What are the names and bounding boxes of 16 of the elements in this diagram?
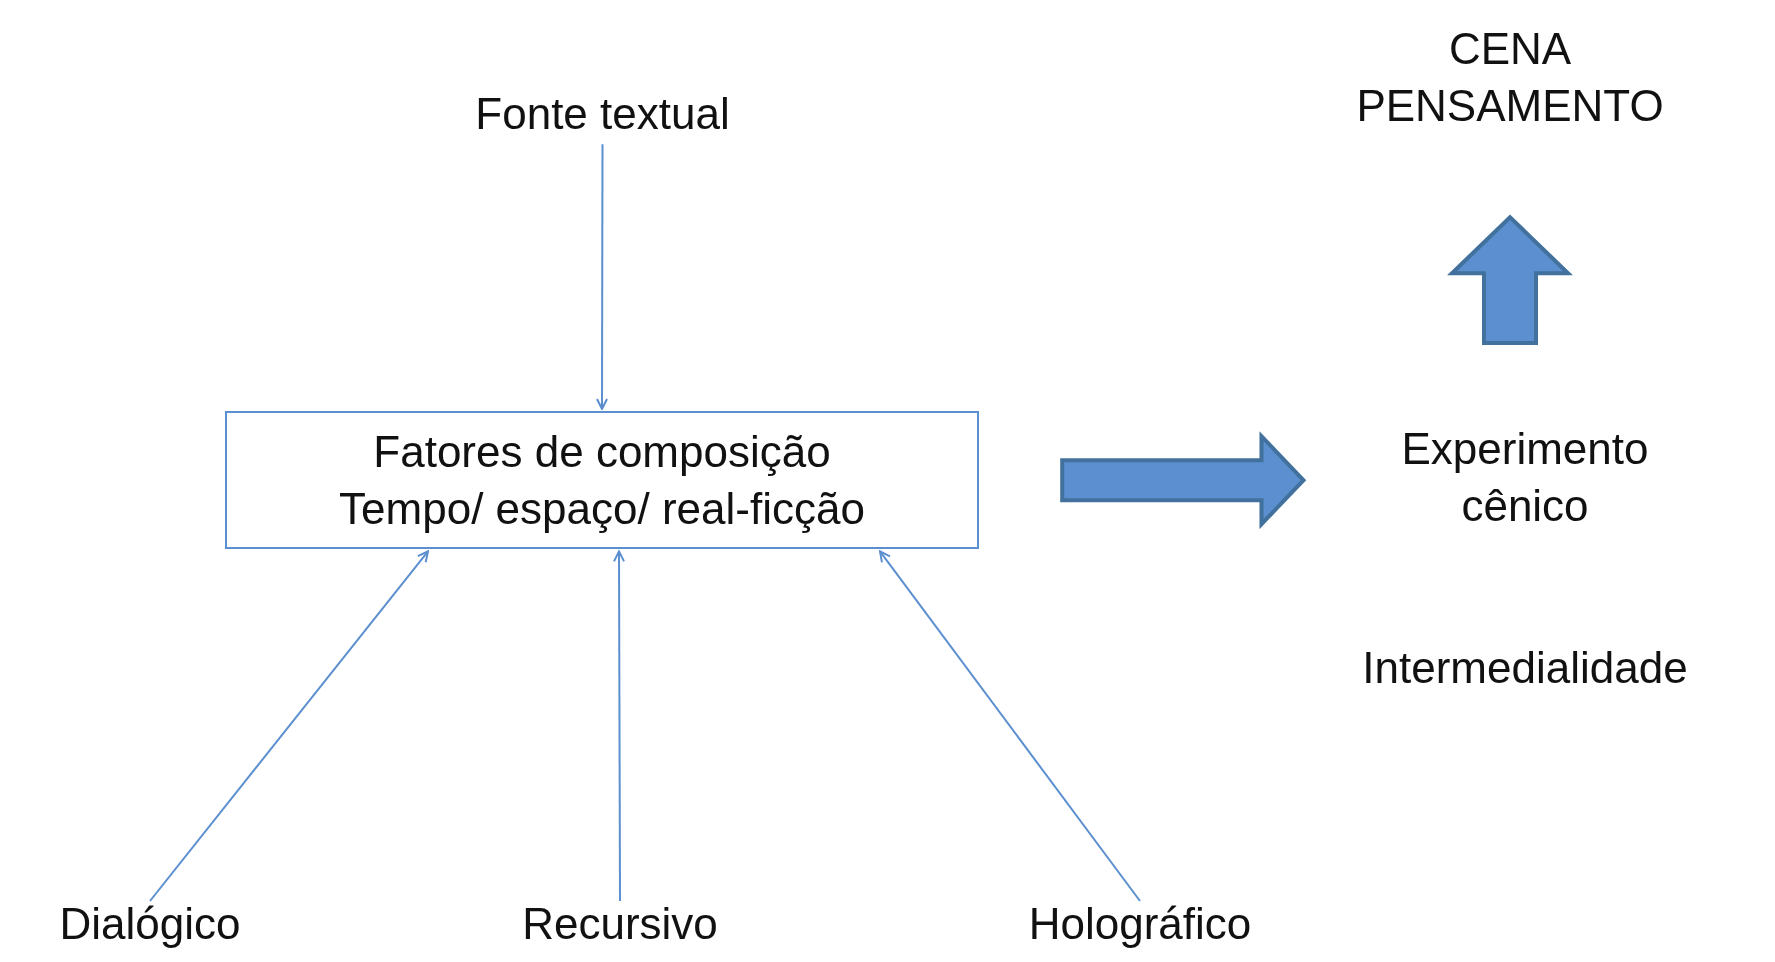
arrow: [879, 550, 1141, 902]
block-arrow: [1060, 431, 1307, 530]
process-box: [225, 411, 979, 550]
node-text: Dialógico: [30, 895, 270, 953]
block-arrow: [1447, 214, 1573, 345]
node-text: Fonte textual: [450, 85, 755, 143]
label-text: Intermedialidade: [1362, 642, 1688, 695]
box-text: Tempo/ espaço/ real-ficção: [338, 483, 866, 536]
node-text: CENA PENSAMENTO: [1320, 20, 1700, 135]
arrow: [613, 550, 626, 902]
node-text: Experimento cênico: [1395, 420, 1655, 535]
box-text: Fatores de composição: [372, 426, 832, 478]
arrow: [149, 550, 429, 902]
node-text: Holográfico: [1000, 895, 1280, 953]
arrow: [596, 143, 608, 410]
node-text: Recursivo: [495, 895, 745, 953]
